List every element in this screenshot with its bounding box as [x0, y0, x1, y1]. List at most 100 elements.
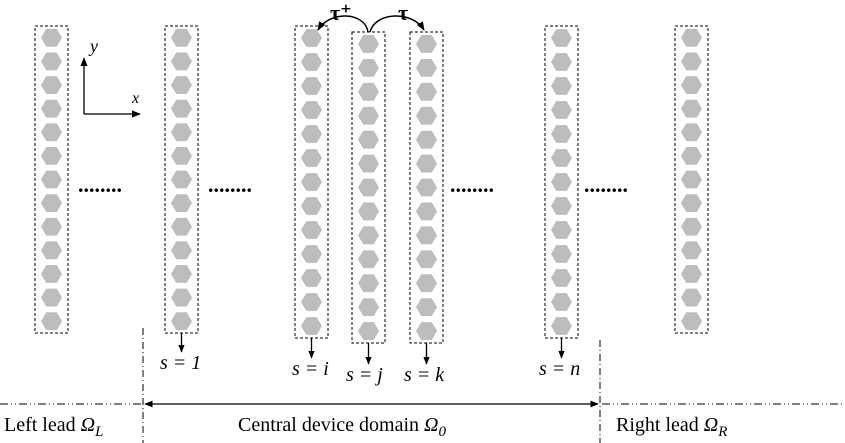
atom-hexagon	[41, 241, 62, 260]
ellipsis-3: ........	[450, 172, 494, 197]
atom-hexagon	[416, 82, 437, 101]
atom-hexagon	[416, 274, 437, 293]
coordinate-axes: y x	[80, 36, 141, 118]
atom-hexagon	[171, 123, 192, 142]
atom-hexagon	[41, 28, 62, 47]
slice-labels: s = 1 s = i s = j s = k s = n	[160, 352, 580, 386]
hopping-plus-label: τ⁺	[330, 0, 352, 25]
atom-hexagon	[416, 58, 437, 77]
atom-hexagon	[681, 194, 702, 213]
atom-hexagon	[416, 35, 437, 53]
atom-hexagon	[551, 221, 572, 239]
atom-hexagon	[551, 149, 572, 167]
atom-hexagon	[171, 52, 192, 71]
atom-hexagon	[41, 194, 62, 213]
atom-hexagon	[681, 123, 702, 142]
x-axis-label: x	[131, 90, 139, 107]
ellipsis-2: ........	[208, 172, 252, 197]
atom-hexagon	[358, 322, 379, 340]
atom-hexagon	[681, 52, 702, 71]
hopping-plus-arc	[317, 15, 369, 33]
right-lead-text: Right lead	[616, 414, 704, 436]
atom-hexagon	[551, 197, 572, 215]
atom-hexagon	[681, 217, 702, 236]
atom-hexagon	[301, 149, 322, 167]
atom-hexagon	[416, 106, 437, 125]
right-lead-omega: Ω	[704, 414, 718, 436]
atom-hexagon	[416, 322, 437, 340]
atom-hexagon	[41, 312, 62, 331]
atom-hexagon	[416, 154, 437, 173]
atom-hexagon	[358, 106, 379, 125]
atom-hexagon	[358, 82, 379, 101]
atom-hexagon	[301, 197, 322, 215]
atom-hexagon	[171, 76, 192, 94]
atom-hexagon	[416, 178, 437, 197]
atom-hexagon	[681, 28, 702, 47]
central-domain-omega: Ω	[424, 414, 438, 436]
right-lead-slice-frame	[674, 25, 709, 334]
atom-hexagon	[41, 123, 62, 142]
atom-hexagon	[171, 217, 192, 236]
atom-hexagon	[41, 76, 62, 94]
atom-hexagon	[301, 125, 322, 143]
atom-hexagon	[681, 170, 702, 189]
central-domain-label: Central device domain Ω0	[238, 414, 447, 440]
atom-hexagon	[681, 99, 702, 118]
atom-hexagon	[301, 317, 322, 335]
atom-hexagon	[171, 241, 192, 260]
atom-hexagon	[551, 101, 572, 119]
slice-label-1: s = 1	[160, 352, 201, 374]
slice-i	[294, 25, 329, 359]
slice-1	[164, 25, 199, 353]
atom-hexagon	[358, 298, 379, 317]
left-lead-subscript: L	[94, 424, 103, 440]
atom-hexagon	[301, 245, 322, 263]
right-lead-label: Right lead ΩR	[616, 414, 727, 440]
atom-hexagon	[41, 170, 62, 189]
atom-hexagon	[171, 265, 192, 283]
atom-hexagon	[551, 173, 572, 191]
atom-hexagon	[41, 265, 62, 283]
left-lead-omega: Ω	[81, 414, 95, 436]
atom-hexagon	[358, 35, 379, 53]
slice-k	[409, 31, 444, 365]
left-lead-slice-frame	[34, 25, 69, 334]
atom-hexagon	[416, 298, 437, 317]
atom-hexagon	[681, 312, 702, 331]
slices-layer	[34, 25, 709, 365]
atom-hexagon	[681, 241, 702, 260]
atom-hexagon	[301, 29, 322, 47]
central-domain-subscript: 0	[439, 424, 447, 440]
atom-hexagon	[41, 217, 62, 236]
atom-hexagon	[171, 312, 192, 331]
atom-hexagon	[681, 288, 702, 307]
ellipsis-1: ........	[78, 172, 122, 197]
atom-hexagon	[171, 194, 192, 213]
atom-hexagon	[358, 130, 379, 149]
atom-hexagon	[551, 77, 572, 95]
hopping-label: τ	[398, 0, 408, 25]
atom-hexagon	[358, 58, 379, 77]
atom-hexagon	[358, 202, 379, 221]
slice-label-i: s = i	[292, 358, 329, 380]
atom-hexagon	[681, 146, 702, 165]
atom-hexagon	[301, 269, 322, 287]
right-lead-slice	[674, 25, 709, 334]
right-lead-subscript: R	[717, 424, 727, 440]
hopping-arrows: τ⁺ τ	[317, 0, 425, 33]
atom-hexagon	[681, 265, 702, 283]
left-lead-label: Left lead ΩL	[4, 414, 103, 440]
atom-hexagon	[551, 29, 572, 47]
atom-hexagon	[171, 170, 192, 189]
atom-hexagon	[41, 52, 62, 71]
atom-hexagon	[416, 202, 437, 221]
atom-hexagon	[358, 274, 379, 293]
slice-j	[351, 31, 386, 365]
atom-hexagon	[358, 250, 379, 269]
atom-hexagon	[551, 317, 572, 335]
slice-n	[544, 25, 579, 359]
y-axis-label: y	[88, 36, 98, 56]
hopping-arc	[369, 15, 425, 33]
